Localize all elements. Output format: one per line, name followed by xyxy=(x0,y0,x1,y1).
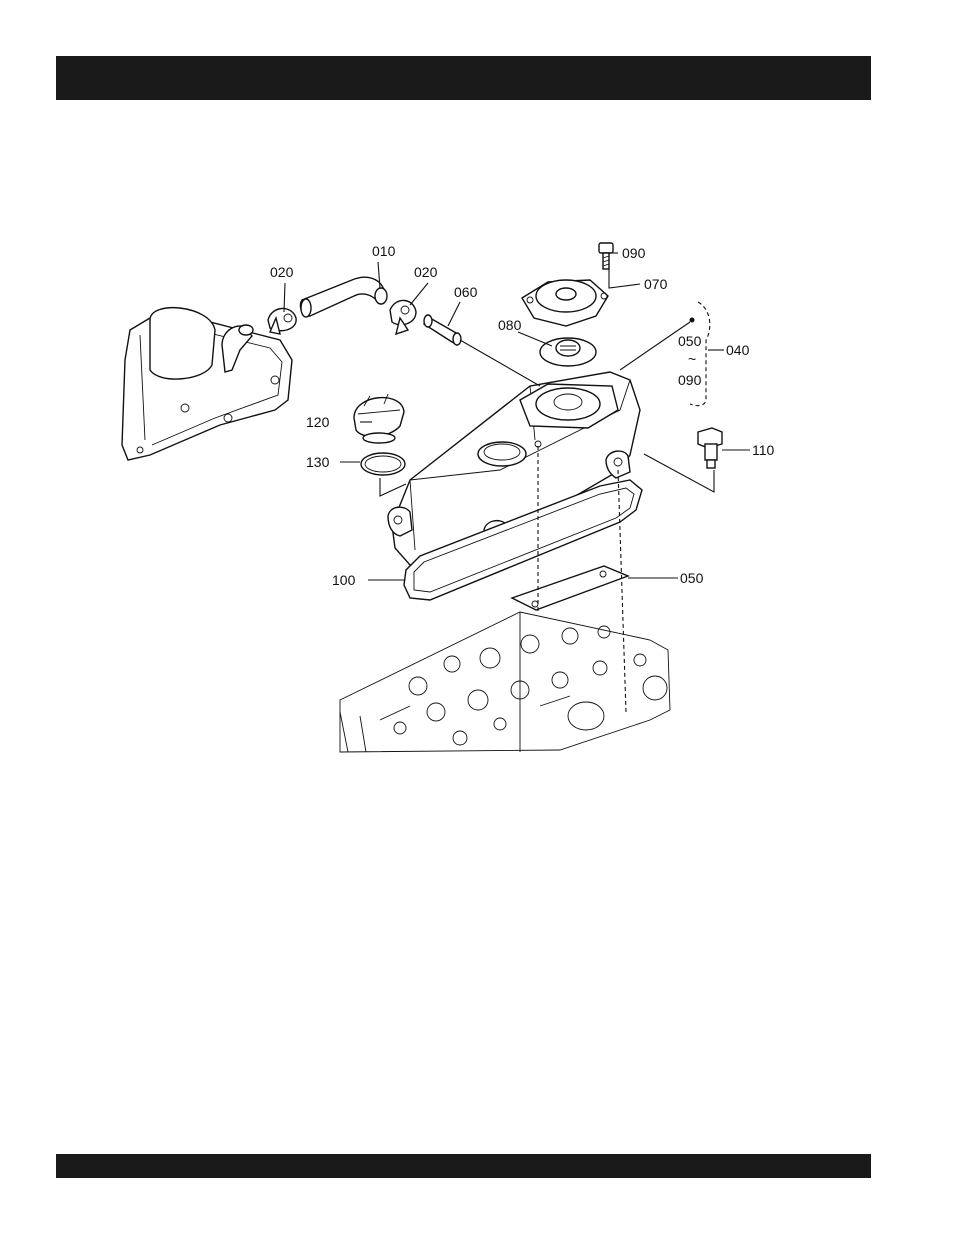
breather-cover-070 xyxy=(522,280,608,326)
hose-clamp-right xyxy=(390,300,416,334)
callout-070: 070 xyxy=(644,276,668,292)
bolt-110 xyxy=(698,428,722,468)
callout-110: 110 xyxy=(752,442,775,458)
cylinder-head xyxy=(340,612,670,752)
callout-120: 120 xyxy=(306,414,330,430)
breather-hose xyxy=(300,277,387,317)
callout-range-tilde: ~ xyxy=(688,351,696,367)
callout-040: 040 xyxy=(726,342,750,358)
callout-020-right: 020 xyxy=(414,264,438,280)
breather-valve-080 xyxy=(540,338,596,366)
callout-010: 010 xyxy=(372,243,396,259)
callout-130: 130 xyxy=(306,454,330,470)
screw-090 xyxy=(599,243,613,269)
callout-060: 060 xyxy=(454,284,478,300)
footer-bar xyxy=(56,1154,871,1178)
callout-100: 100 xyxy=(332,572,356,588)
callout-090-range: 090 xyxy=(678,372,702,388)
o-ring-130 xyxy=(361,453,405,475)
callout-090-top: 090 xyxy=(622,245,646,261)
plate-050 xyxy=(512,566,628,610)
pipe-060 xyxy=(424,315,461,345)
callout-020-left: 020 xyxy=(270,264,294,280)
hose-clamp-left xyxy=(268,308,296,334)
callout-080: 080 xyxy=(498,317,522,333)
breather-housing xyxy=(122,308,292,460)
callout-050-plate: 050 xyxy=(680,570,704,586)
callout-050-range: 050 xyxy=(678,333,702,349)
oil-filler-cap-120 xyxy=(354,394,404,443)
